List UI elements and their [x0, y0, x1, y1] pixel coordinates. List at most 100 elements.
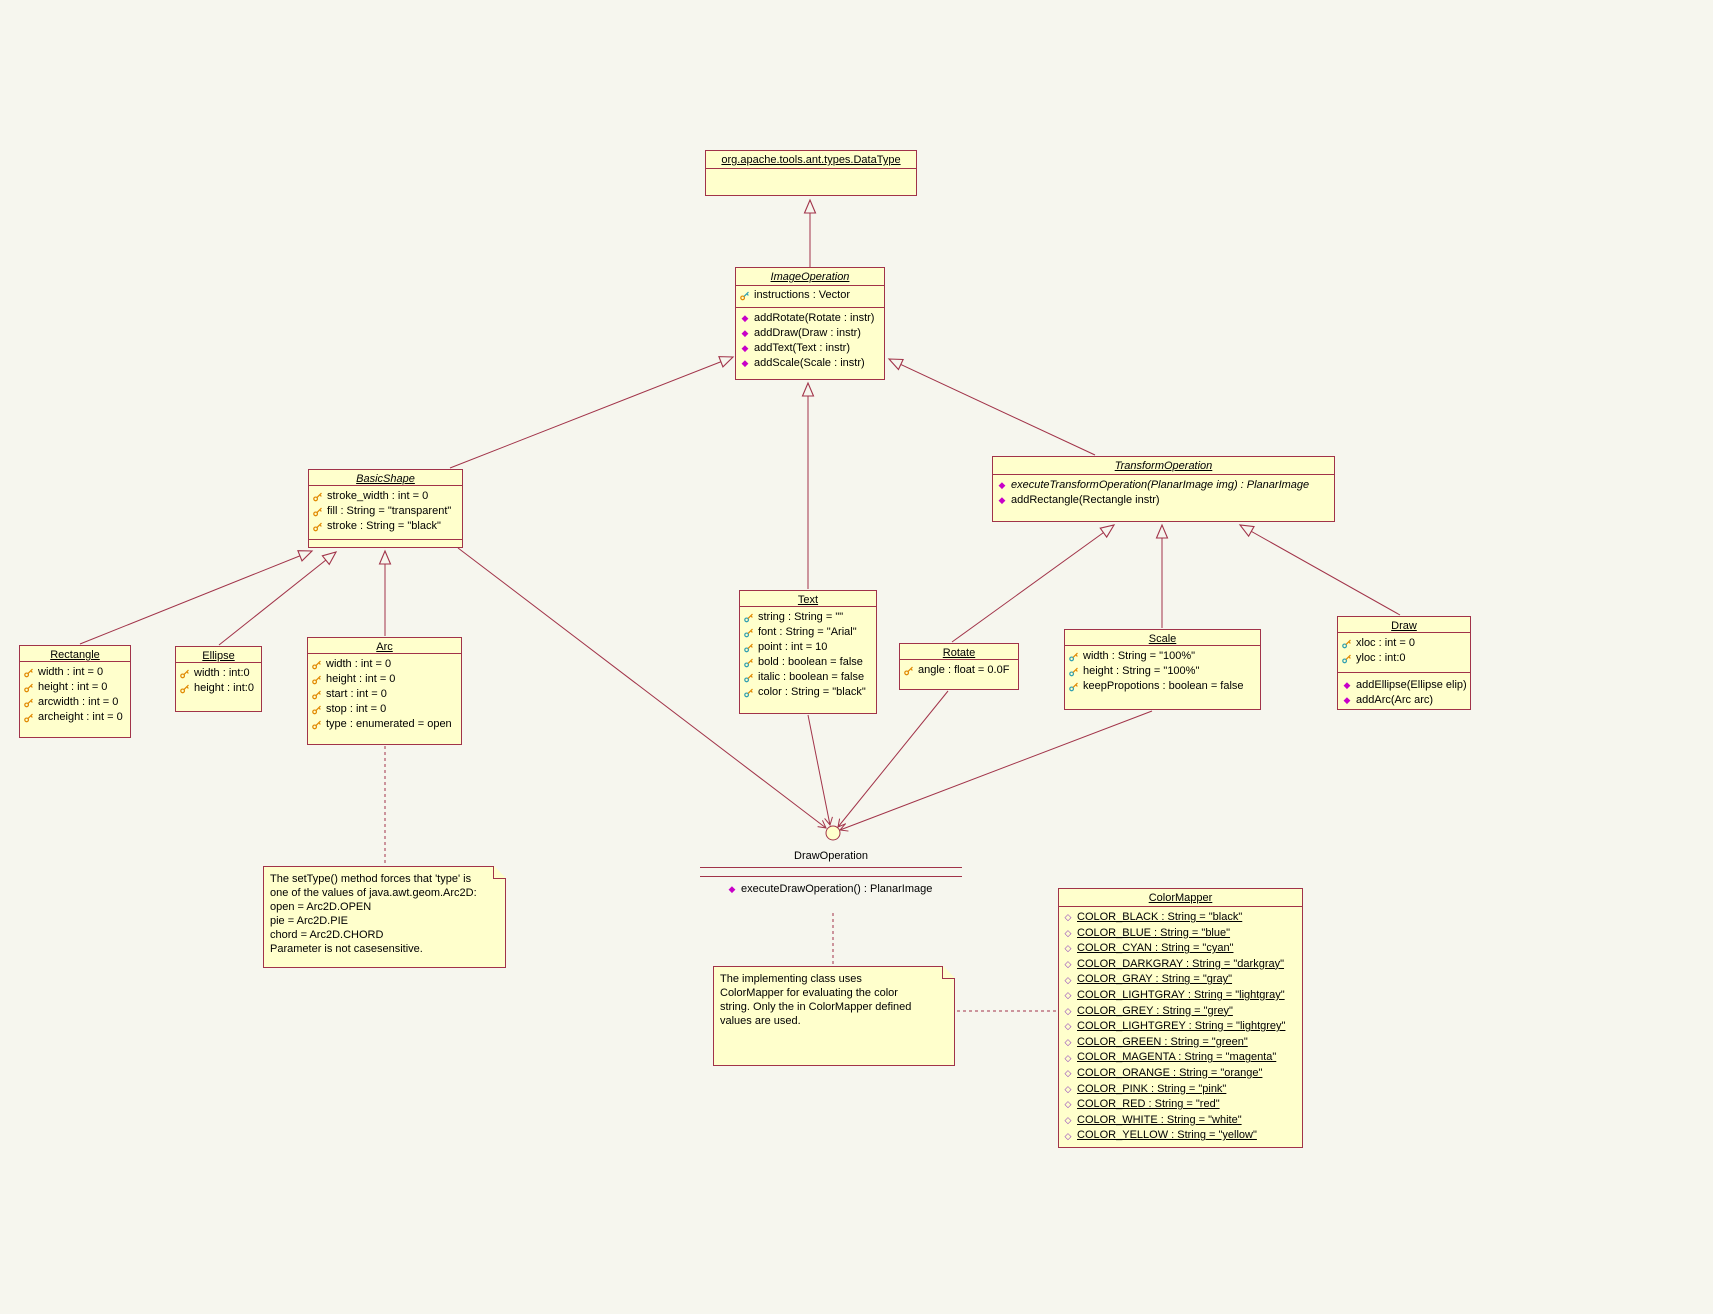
attribute-row: archeight : int = 0: [20, 710, 130, 725]
static-field-label: COLOR_GREEN : String = "green": [1077, 1035, 1248, 1048]
static-field-row: ◇COLOR_ORANGE : String = "orange": [1059, 1066, 1302, 1082]
note-line: chord = Arc2D.CHORD: [270, 929, 384, 941]
class-datatype[interactable]: org.apache.tools.ant.types.DataType: [705, 150, 917, 196]
attributes-compartment: xloc : int = 0 yloc : int:0: [1338, 632, 1470, 672]
note-line: The implementing class uses: [720, 973, 862, 985]
static-field-icon: ◇: [1064, 1037, 1072, 1048]
static-field-label: COLOR_CYAN : String = "cyan": [1077, 942, 1234, 955]
static-field-row: ◇COLOR_LIGHTGREY : String = "lightgrey": [1059, 1019, 1302, 1035]
class-title: Ellipse: [176, 647, 261, 662]
static-field-row: ◇COLOR_DARKGRAY : String = "darkgray": [1059, 957, 1302, 973]
attribute-label: height : int:0: [194, 682, 254, 694]
static-field-icon: ◇: [1064, 1083, 1072, 1094]
class-name-text: ImageOperation: [770, 271, 850, 283]
class-rotate[interactable]: Rotate angle : float = 0.0F: [899, 643, 1019, 690]
generalization-ellipse-basicshape: [218, 551, 338, 646]
class-scale[interactable]: Scale width : String = "100%" height : S…: [1064, 629, 1261, 710]
class-title: ImageOperation: [736, 268, 884, 285]
static-field-row: ◇ COLOR_GREEN : String = "green": [1059, 1035, 1302, 1051]
attribute-icon: [744, 688, 753, 698]
compartment-separator: [700, 867, 962, 868]
static-field-icon: ◇: [1064, 1052, 1072, 1063]
note-line: ColorMapper for evaluating the color: [720, 987, 898, 999]
attribute-label: font : String = "Arial": [758, 626, 857, 638]
method-label: addDraw(Draw : instr): [754, 327, 861, 339]
attribute-icon: [312, 675, 321, 685]
class-name-text: TransformOperation: [1114, 460, 1213, 472]
static-field-icon: ◇: [1064, 1068, 1072, 1079]
methods-compartment: ◆executeTransformOperation(PlanarImage i…: [993, 474, 1334, 521]
attribute-icon: [1069, 682, 1078, 692]
attribute-icon: [24, 698, 33, 708]
method-label: executeDrawOperation() : PlanarImage: [741, 883, 933, 895]
method-icon: ◆: [998, 480, 1006, 490]
method-label: addRotate(Rotate : instr): [754, 312, 875, 324]
arc-type-note: The setType() method forces that 'type' …: [263, 866, 506, 968]
attributes-compartment: width : int:0 height : int:0: [176, 662, 261, 711]
class-title: org.apache.tools.ant.types.DataType: [706, 151, 916, 168]
static-field-icon: ◇: [1064, 1021, 1072, 1032]
class-basicshape[interactable]: BasicShape stroke_width : int = 0 fill :…: [308, 469, 463, 548]
attribute-icon: [1342, 654, 1351, 664]
attribute-label: archeight : int = 0: [38, 711, 123, 723]
class-title: Text: [740, 591, 876, 606]
attribute-label: width : String = "100%": [1083, 650, 1196, 662]
class-text[interactable]: Text string : String = "" font : String …: [739, 590, 877, 714]
method-icon: ◆: [998, 495, 1006, 505]
static-field-row: ◇COLOR_LIGHTGRAY : String = "lightgray": [1059, 988, 1302, 1004]
attribute-label: height : int = 0: [38, 681, 108, 693]
generalization-draw-transformoperation: [1238, 524, 1401, 616]
empty-compartment: [309, 539, 462, 547]
class-imageoperation[interactable]: ImageOperation instructions : Vector ◆ad…: [735, 267, 885, 380]
attribute-icon: [312, 705, 321, 715]
attribute-icon: [312, 690, 321, 700]
method-label: addArc(Arc arc): [1356, 694, 1434, 706]
compartment-separator: [700, 876, 962, 877]
static-field-label: COLOR_WHITE : String = "white": [1077, 1113, 1242, 1126]
attribute-icon: [904, 666, 913, 676]
attribute-row: width : String = "100%": [1065, 649, 1260, 664]
static-field-row: ◇COLOR_WHITE : String = "white": [1059, 1113, 1302, 1129]
note-line: pie = Arc2D.PIE: [270, 915, 348, 927]
method-row: ◆addRectangle(Rectangle instr): [993, 493, 1334, 508]
attribute-icon: [1069, 667, 1078, 677]
attribute-row: height : String = "100%": [1065, 664, 1260, 679]
attribute-icon: [744, 643, 753, 653]
generalization-rotate-transformoperation: [951, 524, 1116, 643]
class-title: Draw: [1338, 617, 1470, 632]
methods-compartment: ◆addRotate(Rotate : instr) ◆ addDraw(Draw…: [736, 307, 884, 379]
class-transformoperation[interactable]: TransformOperation ◆executeTransformOper…: [992, 456, 1335, 522]
class-title: Arc: [308, 638, 461, 653]
method-icon: ◆: [1343, 680, 1351, 690]
interface-lollipop-circle: [825, 825, 841, 841]
class-name-text: Draw: [1391, 620, 1417, 632]
static-fields-compartment: ◇COLOR_BLACK : String = "black" ◇COLOR_B…: [1059, 906, 1302, 1147]
class-colormapper[interactable]: ColorMapper ◇COLOR_BLACK : String = "bla…: [1058, 888, 1303, 1148]
static-field-icon: ◇: [1064, 912, 1072, 923]
method-row: ◆addRotate(Rotate : instr): [736, 311, 884, 326]
static-field-icon: ◇: [1064, 990, 1072, 1001]
method-row: ◆executeDrawOperation() : PlanarImage: [700, 882, 962, 897]
method-label: addText(Text : instr): [754, 342, 850, 354]
static-field-icon: ◇: [1064, 943, 1072, 954]
attribute-row: font : String = "Arial": [740, 625, 876, 640]
attribute-label: fill : String = "transparent": [327, 505, 452, 517]
attribute-row: stroke : String = "black": [309, 519, 462, 534]
method-row: ◆addArc(Arc arc): [1338, 693, 1470, 708]
class-arc[interactable]: Arc width : int = 0 height : int = 0 sta…: [307, 637, 462, 745]
interface-drawoperation[interactable]: DrawOperation ◆executeDrawOperation() : …: [700, 849, 962, 897]
class-name-text: Rectangle: [50, 649, 100, 661]
attribute-row: italic : boolean = false: [740, 670, 876, 685]
static-field-label: COLOR_RED : String = "red": [1077, 1098, 1220, 1111]
attribute-icon: [740, 291, 749, 301]
attribute-row: type : enumerated = open: [308, 717, 461, 732]
class-draw[interactable]: Draw xloc : int = 0 yloc : int:0 ◆addEll…: [1337, 616, 1471, 710]
static-field-icon: ◇: [1064, 1005, 1072, 1016]
class-rectangle[interactable]: Rectangle width : int = 0 height : int =…: [19, 645, 131, 738]
static-field-row: ◇COLOR_BLACK : String = "black": [1059, 910, 1302, 926]
method-label: addScale(Scale : instr): [754, 357, 865, 369]
class-ellipse[interactable]: Ellipse width : int:0 height : int:0: [175, 646, 262, 712]
attribute-label: xloc : int = 0: [1356, 637, 1416, 649]
method-icon: ◆: [741, 358, 749, 368]
method-row: ◆executeTransformOperation(PlanarImage i…: [993, 478, 1334, 493]
